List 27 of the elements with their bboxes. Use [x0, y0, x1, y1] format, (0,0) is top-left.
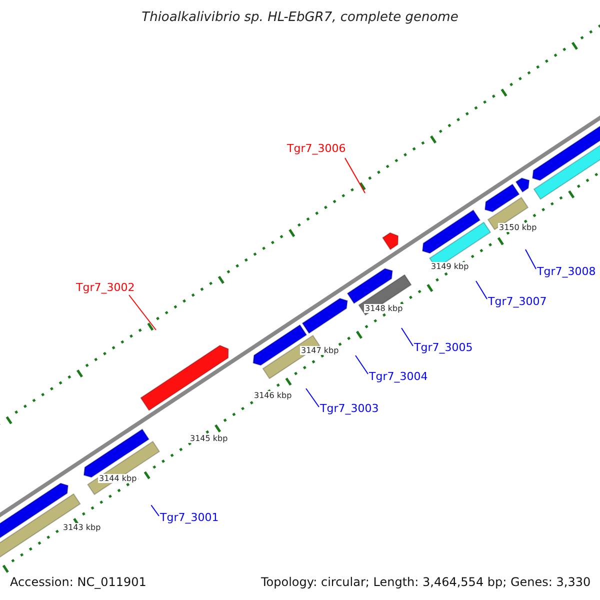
scale-label: 3143 kbp: [62, 523, 102, 532]
leader-line: [344, 158, 366, 194]
scale-label: 3145 kbp: [189, 434, 229, 443]
scale-label: 3148 kbp: [364, 304, 404, 313]
gene-label: Tgr7_3005: [414, 341, 473, 354]
leader-line: [525, 249, 536, 270]
gene-label: Tgr7_3001: [160, 511, 219, 524]
scale-label: 3149 kbp: [430, 262, 470, 271]
leader-line: [306, 388, 320, 408]
scale-label: 3150 kbp: [498, 223, 538, 232]
footer-text: Accession: NC_011901: [10, 575, 146, 589]
title: Thioalkalivibrio sp. HL-EbGR7, complete genome: [140, 10, 460, 25]
scale-label: 3147 kbp: [300, 346, 340, 355]
scale-label: 3144 kbp: [98, 474, 138, 483]
gene-label: Tgr7_3008: [537, 265, 596, 278]
leader-line: [476, 280, 488, 300]
leader-line: [128, 294, 156, 330]
leader-line: [355, 355, 368, 374]
leader-line: [150, 504, 160, 516]
gene-label: Tgr7_3006: [287, 142, 346, 155]
gene-label: Tgr7_3007: [488, 295, 547, 308]
leader-line: [401, 328, 414, 346]
scale-label: 3146 kbp: [253, 391, 293, 400]
footer-text: Topology: circular; Length: 3,464,554 bp; Genes: 3,330: [261, 575, 591, 589]
gene-label: Tgr7_3004: [369, 370, 428, 383]
gene-label: Tgr7_3003: [320, 402, 379, 415]
gene-label: Tgr7_3002: [76, 281, 135, 294]
